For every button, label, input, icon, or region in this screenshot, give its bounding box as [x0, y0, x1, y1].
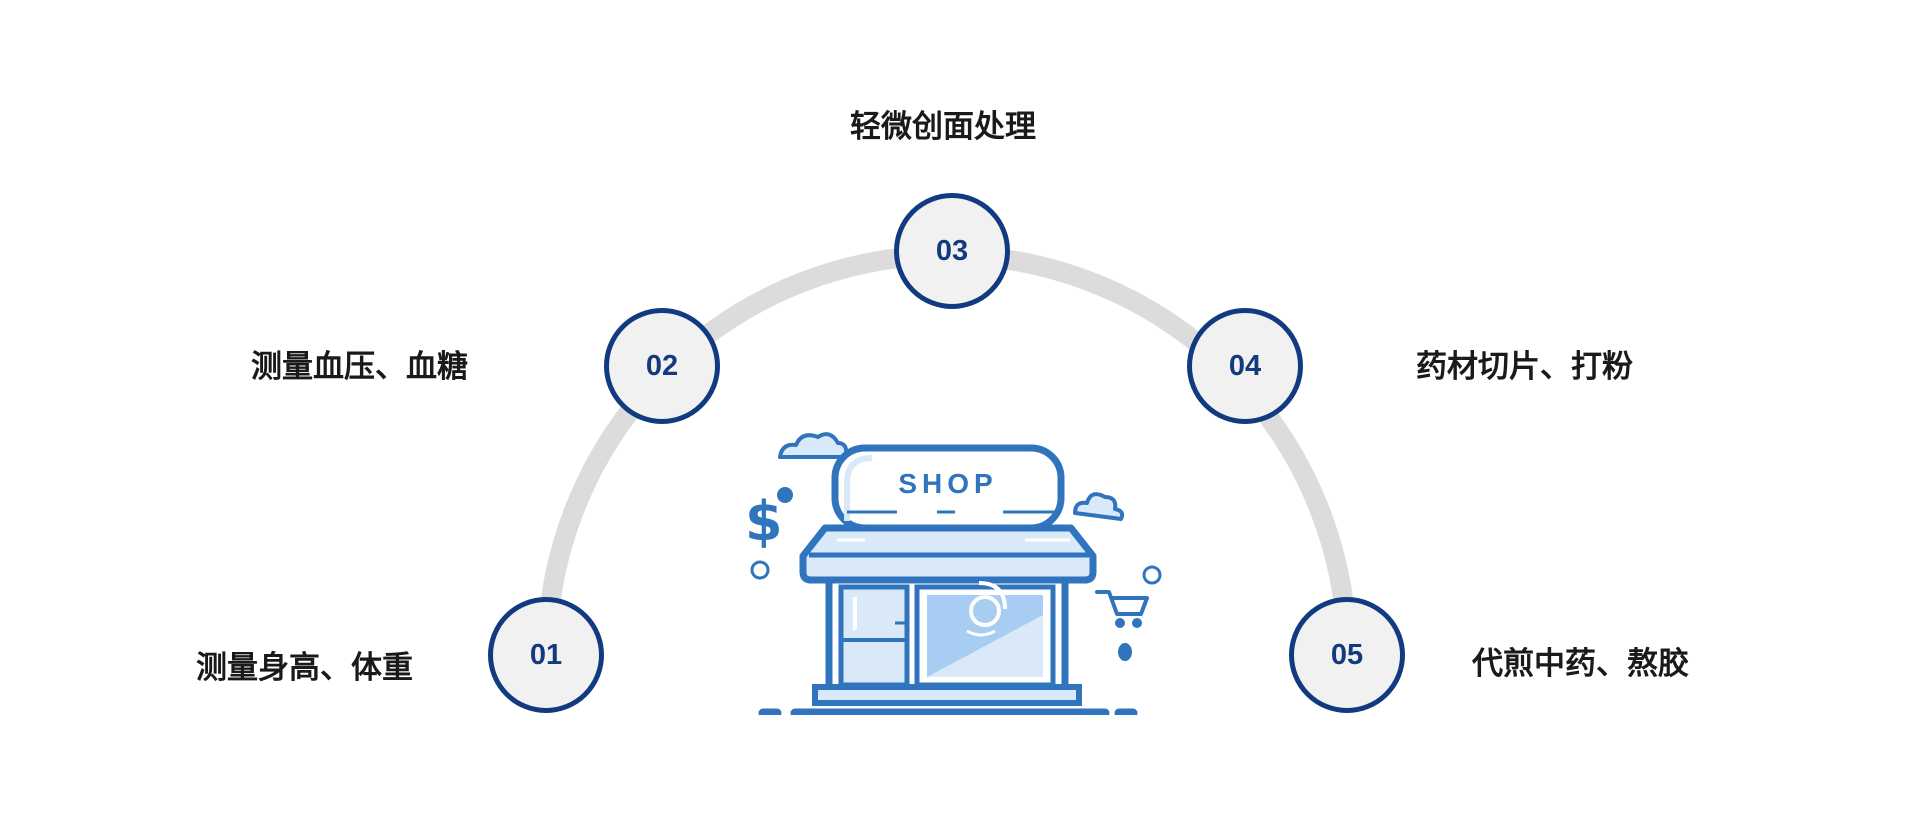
shop-illustration: $ SHOP — [725, 415, 1175, 718]
step-circle-03: 03 — [894, 193, 1010, 309]
shop-storefront-icon: $ SHOP — [745, 432, 1162, 718]
step-circle-02: 02 — [604, 308, 720, 424]
cloud-icon — [778, 432, 849, 459]
step-label-01: 测量身高、体重 — [196, 650, 413, 686]
step-number-02: 02 — [645, 349, 679, 382]
step-label-03: 轻微创面处理 — [850, 109, 1036, 145]
svg-text:$: $ — [745, 490, 783, 553]
dollar-sign-icon: $ — [745, 490, 783, 553]
step-label-05: 代煎中药、熬胶 — [1472, 646, 1689, 682]
step-circle-04: 04 — [1187, 308, 1303, 424]
step-number-01: 01 — [529, 638, 563, 671]
step-number-04: 04 — [1228, 349, 1262, 382]
cloud-icon-right — [1073, 492, 1125, 521]
shop-sign-text: SHOP — [898, 468, 997, 499]
step-label-04: 药材切片、打粉 — [1416, 349, 1633, 385]
step-number-03: 03 — [935, 234, 969, 267]
shopping-cart-icon — [1095, 590, 1149, 628]
step-circle-05: 05 — [1289, 597, 1405, 713]
step-label-02: 测量血压、血糖 — [251, 349, 468, 385]
step-number-05: 05 — [1330, 638, 1364, 671]
step-circle-01: 01 — [488, 597, 604, 713]
